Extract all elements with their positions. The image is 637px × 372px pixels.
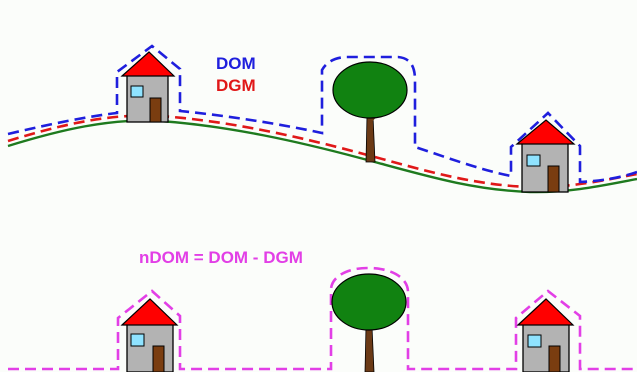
dgm-label: DGM bbox=[216, 76, 256, 95]
ndom-formula-label: nDOM = DOM - DGM bbox=[139, 248, 303, 267]
bottom-panel: nDOM = DOM - DGM bbox=[8, 248, 637, 372]
top-panel: DOM DGM bbox=[7, 44, 637, 194]
house-icon bbox=[120, 298, 179, 372]
house-icon bbox=[515, 119, 576, 193]
tree-icon bbox=[331, 273, 407, 372]
tree-icon bbox=[332, 61, 408, 163]
dom-label: DOM bbox=[216, 54, 256, 73]
dom-line bbox=[7, 44, 637, 184]
house-icon bbox=[516, 298, 575, 372]
house-icon bbox=[120, 51, 176, 123]
ndom-line bbox=[8, 266, 637, 371]
